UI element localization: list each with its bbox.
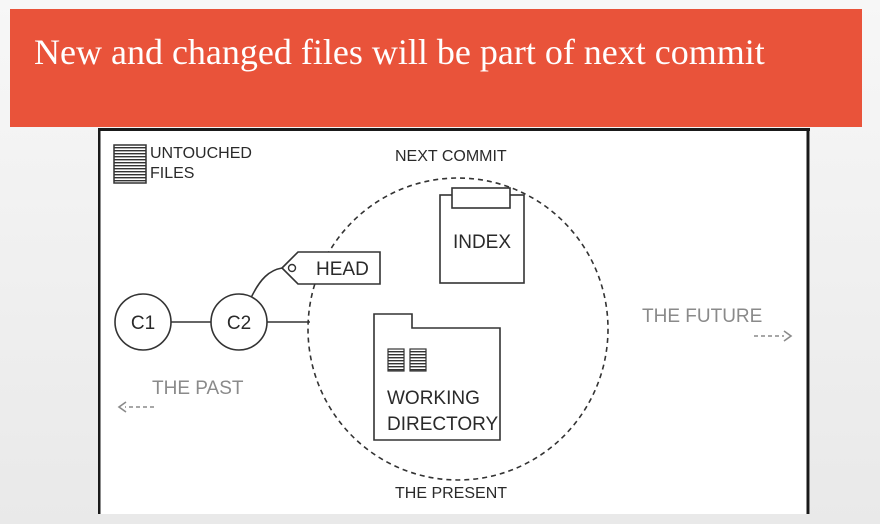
title-banner: New and changed files will be part of ne… — [10, 9, 862, 127]
legend: UNTOUCHED FILES — [113, 144, 252, 184]
head-label: HEAD — [316, 259, 369, 280]
past-label: THE PAST — [152, 378, 244, 399]
slide-title: New and changed files will be part of ne… — [34, 32, 765, 72]
commit-label: C2 — [227, 313, 251, 334]
legend-label-files: FILES — [150, 165, 194, 182]
file-lines-icon — [113, 144, 147, 184]
commit-node: C2 — [210, 293, 268, 351]
working-directory-label-line1: WORKING — [387, 388, 480, 409]
future-arrow-icon — [754, 330, 793, 342]
working-directory-label-line2: DIRECTORY — [387, 414, 499, 435]
legend-label-untouched: UNTOUCHED — [150, 145, 252, 162]
head-tag — [249, 251, 381, 301]
future-label: THE FUTURE — [642, 306, 762, 327]
commit-chain: C1 C2 — [114, 293, 310, 351]
next-commit-label: NEXT COMMIT — [395, 148, 507, 165]
diagram-canvas: UNTOUCHED FILES NEXT COMMIT INDEX HEAD — [98, 128, 810, 514]
present-label: THE PRESENT — [395, 485, 507, 502]
working-directory-folder-icon — [373, 313, 501, 441]
index-label: INDEX — [453, 232, 511, 253]
diagram-frame — [98, 128, 810, 514]
commit-label: C1 — [131, 313, 155, 334]
commit-node: C1 — [114, 293, 172, 351]
index-clipboard-icon — [439, 187, 525, 284]
git-diagram: UNTOUCHED FILES NEXT COMMIT INDEX HEAD — [98, 128, 810, 514]
next-commit-circle — [307, 177, 609, 481]
past-arrow-icon — [117, 401, 154, 413]
